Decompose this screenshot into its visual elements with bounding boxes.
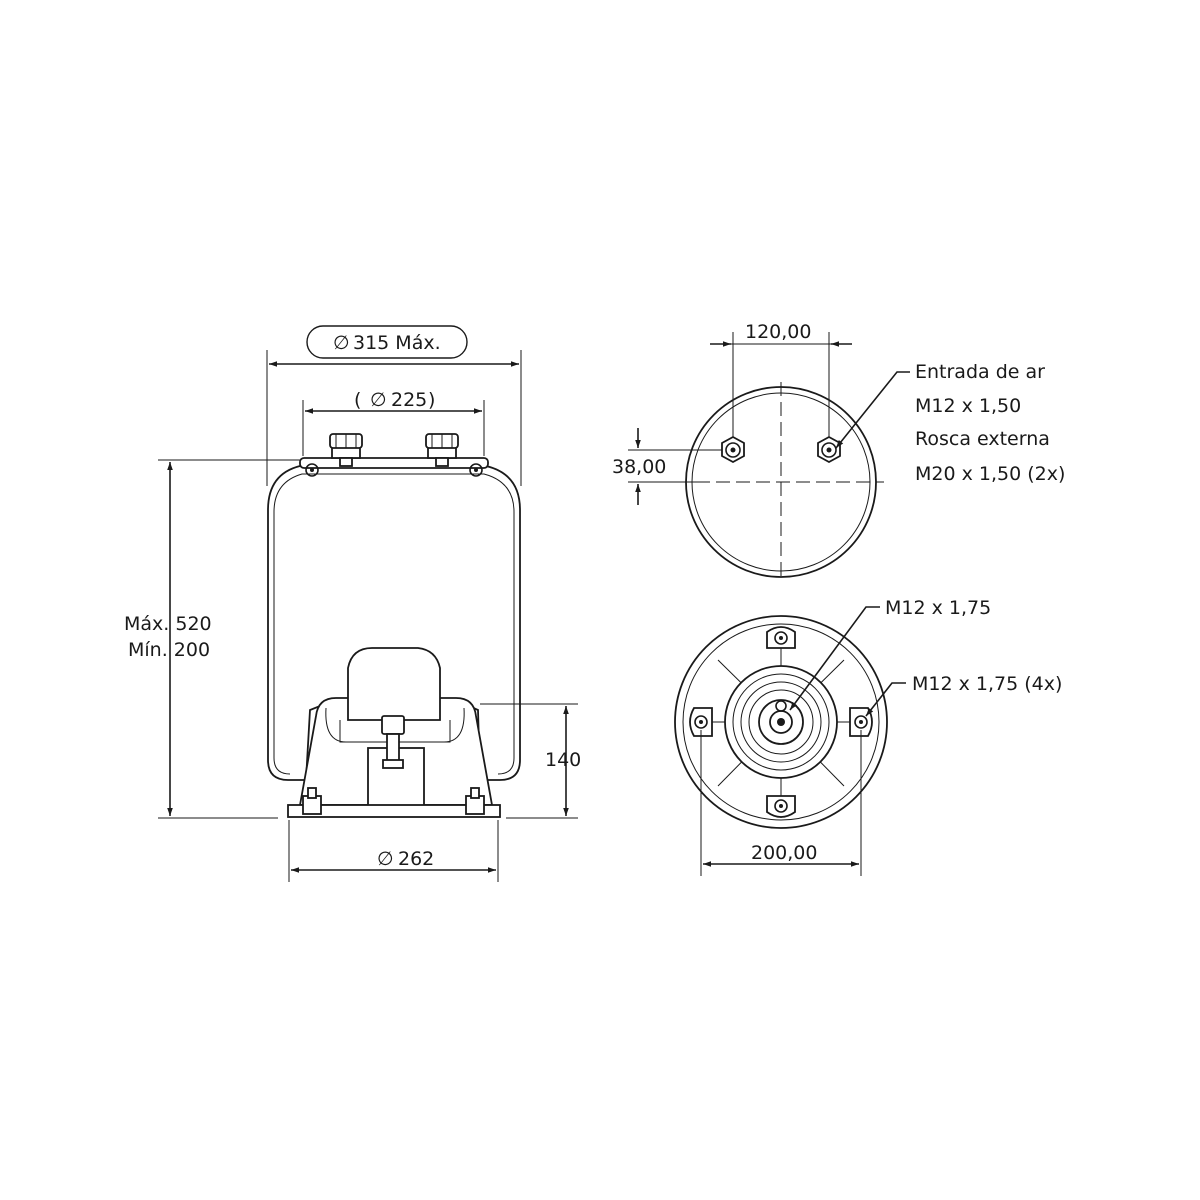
- top-plate: [299, 457, 489, 469]
- dia-inner-open: (: [354, 389, 361, 411]
- base-plate: [287, 804, 501, 818]
- dia-max-symbol: ∅: [333, 332, 350, 354]
- dia-base-symbol: ∅: [377, 848, 394, 870]
- bolt-hole-left-icon: [689, 707, 713, 737]
- inlet-callout-line4: M20 x 1,50 (2x): [915, 463, 1065, 485]
- air-inlet-port-right-icon: [817, 435, 841, 464]
- bolt-spacing-label: 200,00: [751, 842, 817, 864]
- bolt-thread-label: M12 x 1,75 (4x): [912, 673, 1062, 695]
- top-stud-right-icon: [425, 433, 459, 467]
- inlet-callout-line1: Entrada de ar: [915, 361, 1045, 383]
- bottom-view: M12 x 1,75 M12 x 1,75 (4x) 200,00: [674, 597, 1062, 876]
- base-height-label: 140: [545, 749, 581, 771]
- piston-dome: [347, 647, 441, 721]
- dia-inner-close: ): [428, 389, 435, 411]
- center-thread-label: M12 x 1,75: [885, 597, 991, 619]
- top-view: 120,00 38,00 Entrada de ar M12 x 1,50 Ro…: [612, 321, 1065, 582]
- bolt-hole-top-icon: [766, 626, 796, 649]
- port-spacing-label: 120,00: [745, 321, 811, 343]
- height-min-label: Mín. 200: [128, 639, 210, 661]
- side-view: ∅ 315 Máx. ( ∅ 225 ) Máx. 520 Mín. 200 1…: [124, 325, 581, 882]
- dia-max-callout-box: [306, 325, 468, 359]
- dia-inner-symbol: ∅: [370, 389, 387, 411]
- inlet-callout-line2: M12 x 1,50: [915, 395, 1021, 417]
- top-stud-left-icon: [329, 433, 363, 467]
- port-offset-label: 38,00: [612, 456, 666, 478]
- bolt-hole-bottom-icon: [766, 795, 796, 818]
- bottom-bolt-right-icon: [465, 787, 485, 815]
- dia-max-label: 315 Máx.: [353, 332, 441, 354]
- inlet-callout-line3: Rosca externa: [915, 428, 1050, 450]
- dia-inner-label: 225: [391, 389, 427, 411]
- dia-base-label: 262: [398, 848, 434, 870]
- height-max-label: Máx. 520: [124, 613, 212, 635]
- air-inlet-port-left-icon: [721, 435, 745, 464]
- bottom-bolt-left-icon: [302, 787, 322, 815]
